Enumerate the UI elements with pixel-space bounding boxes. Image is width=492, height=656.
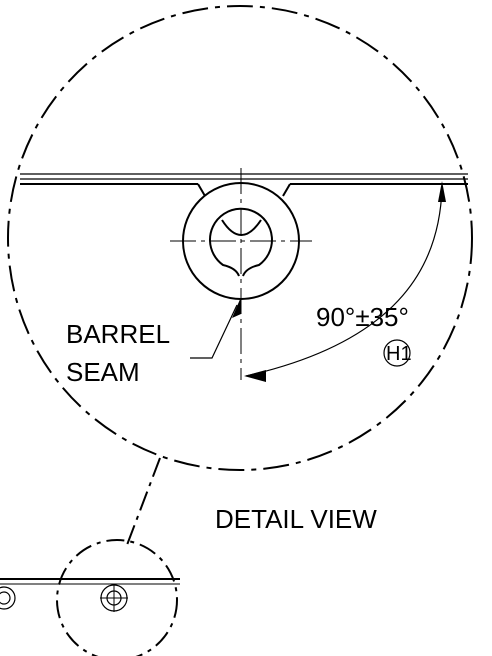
reference-circle [56,539,178,656]
detail-boundary-circle [7,5,473,471]
lower-rail [0,578,180,585]
seam-leader [190,297,241,359]
seam-label-line1: BARREL [66,319,170,349]
detail-view-title: DETAIL VIEW [215,504,377,534]
center-lines [170,168,312,380]
angle-tag-text: H1 [386,343,412,365]
angle-dimension [244,181,446,382]
angle-tag-circle [383,339,411,367]
seam-label-line2: SEAM [66,357,140,387]
small-eyelet-left [0,586,16,610]
angle-value: 90°±35° [316,302,409,332]
top-rail [20,173,468,197]
detail-leader-line [126,457,161,546]
small-eyelet-right [100,584,128,612]
